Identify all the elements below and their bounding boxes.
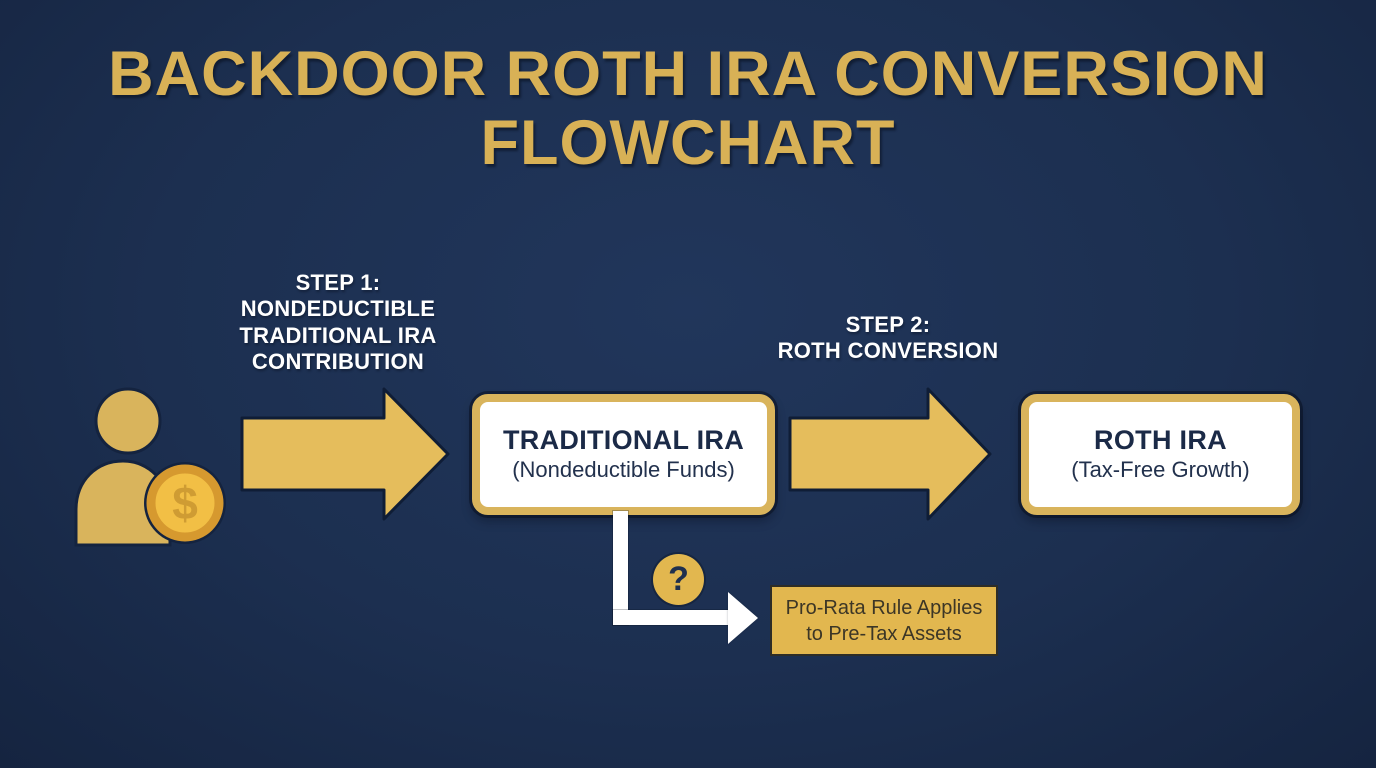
step1-label-line2: NONDEDUCTIBLE	[240, 296, 436, 322]
connector-horizontal-line	[613, 610, 730, 625]
step1-label-line1: STEP 1:	[295, 270, 381, 295]
traditional-ira-title: TRADITIONAL IRA	[503, 425, 744, 456]
step1-label: STEP 1: NONDEDUCTIBLE TRADITIONAL IRA CO…	[178, 270, 498, 376]
step1-label-line3: TRADITIONAL IRA	[239, 322, 437, 348]
pro-rata-rule-node: Pro-Rata Rule Applies to Pre-Tax Assets	[770, 585, 998, 656]
pro-rata-line2: to Pre-Tax Assets	[806, 622, 962, 645]
roth-ira-title: ROTH IRA	[1094, 425, 1227, 456]
dollar-coin	[146, 464, 224, 542]
pro-rata-line1: Pro-Rata Rule Applies	[785, 596, 983, 619]
step2-label: STEP 2: ROTH CONVERSION	[728, 312, 1048, 365]
step2-label-line1: STEP 2:	[845, 312, 931, 337]
step1-label-line4: CONTRIBUTION	[251, 349, 425, 375]
step2-label-line2: ROTH CONVERSION	[777, 338, 999, 364]
arrow-step2-icon	[788, 386, 993, 527]
roth-ira-subtitle: (Tax-Free Growth)	[1071, 457, 1250, 483]
traditional-ira-subtitle: (Nondeductible Funds)	[512, 457, 735, 483]
person-with-dollar-coin-icon: $	[72, 386, 228, 555]
dollar-symbol: $	[172, 477, 198, 529]
page-title-line1: BACKDOOR ROTH IRA CONVERSION	[108, 39, 1268, 109]
connector-vertical-line	[613, 511, 628, 625]
page-title-line2: FLOWCHART	[480, 108, 896, 179]
traditional-ira-node: TRADITIONAL IRA (Nondeductible Funds)	[472, 394, 775, 515]
arrow-step1-icon	[240, 386, 451, 527]
person-head	[94, 387, 162, 455]
roth-ira-node: ROTH IRA (Tax-Free Growth)	[1021, 394, 1300, 515]
page-title: BACKDOOR ROTH IRA CONVERSION FLOWCHART	[0, 39, 1376, 179]
question-mark-icon: ?	[653, 554, 704, 605]
connector-arrowhead-icon	[728, 592, 758, 644]
